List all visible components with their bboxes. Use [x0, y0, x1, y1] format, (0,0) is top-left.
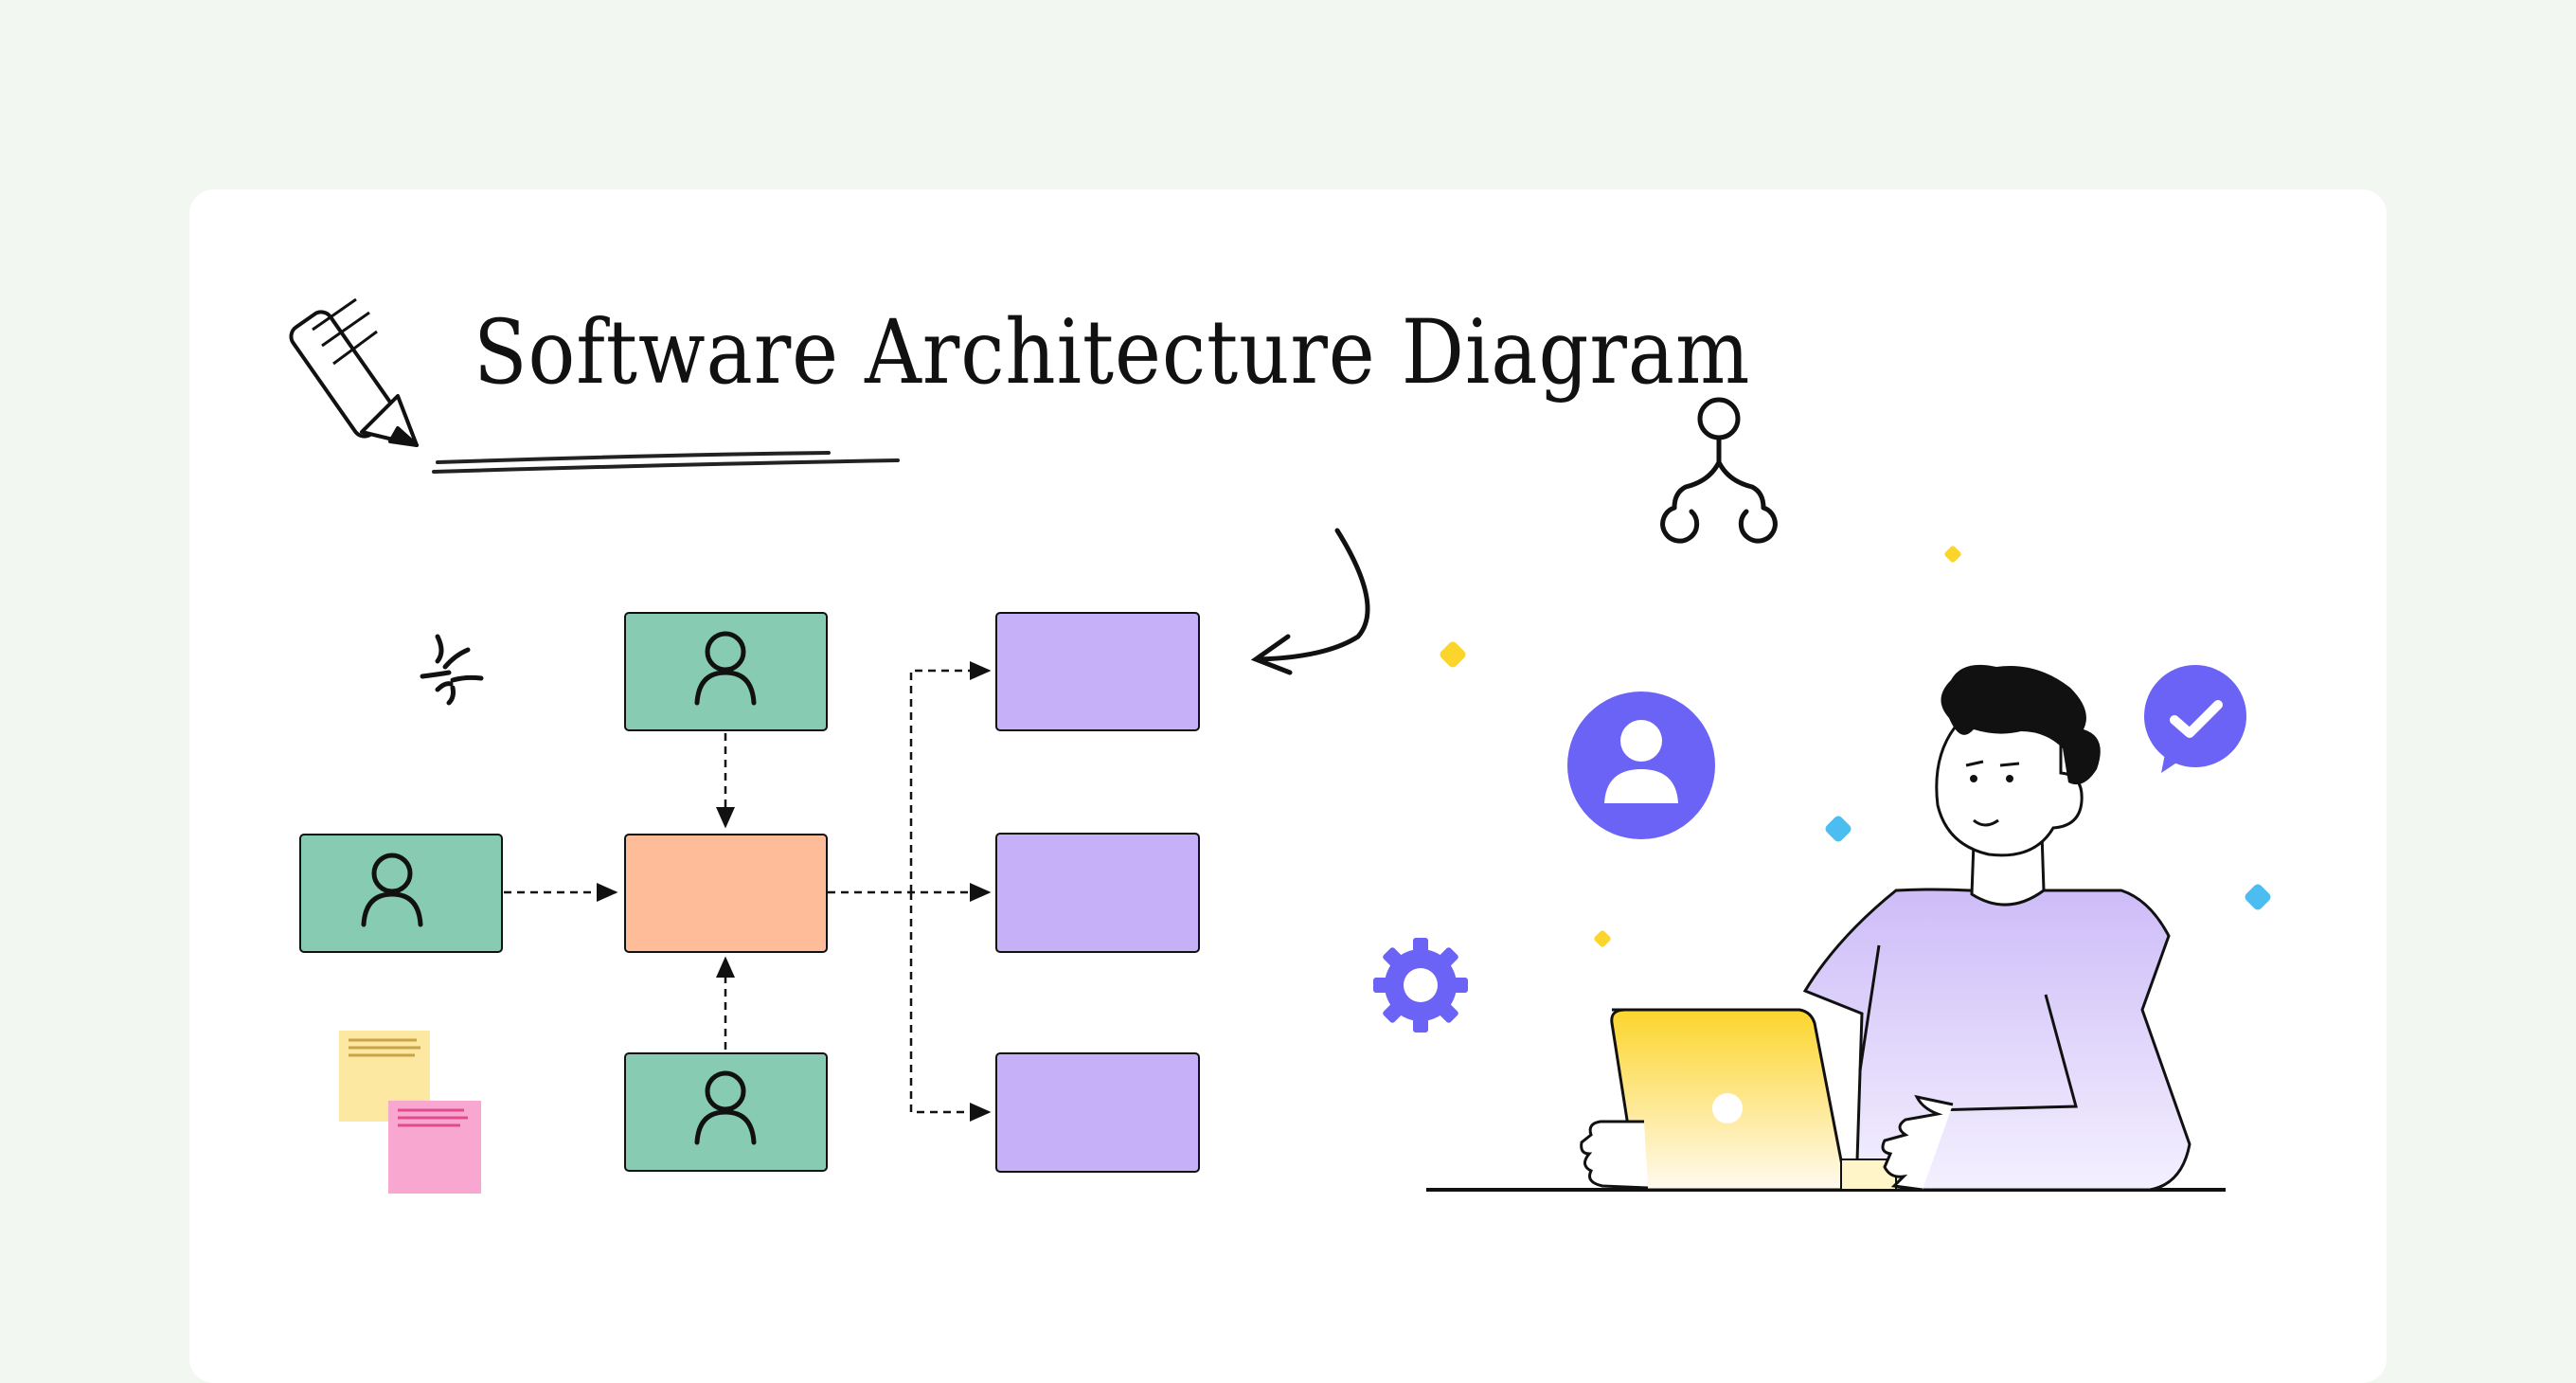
core-box[interactable] — [624, 834, 828, 953]
page-title: Software Architecture Diagram — [474, 301, 1751, 404]
service-box-bottom[interactable] — [995, 1052, 1200, 1173]
connectors — [504, 661, 992, 1122]
pencil-icon — [289, 297, 419, 447]
service-box-top[interactable] — [995, 612, 1200, 731]
diagram-canvas — [289, 297, 2271, 1194]
service-box-middle[interactable] — [995, 833, 1200, 953]
hierarchy-icon — [1660, 397, 1778, 544]
user-icon — [361, 853, 423, 927]
gear-icon — [1373, 938, 1468, 1033]
person-illustration — [1426, 664, 2226, 1192]
avatar-icon — [1567, 692, 1715, 839]
pointer-arrow — [1250, 528, 1370, 675]
user-icon — [694, 631, 757, 706]
user-box-left[interactable] — [299, 834, 503, 953]
user-box-bottom[interactable] — [624, 1052, 828, 1172]
user-icon — [694, 1070, 757, 1145]
decorative-dots — [1440, 546, 2271, 947]
sticky-note-icon — [339, 1031, 481, 1194]
user-box-top[interactable] — [624, 612, 828, 731]
title-underline — [432, 451, 900, 474]
chat-check-icon — [2144, 665, 2246, 773]
sparkle-icon — [420, 634, 484, 706]
